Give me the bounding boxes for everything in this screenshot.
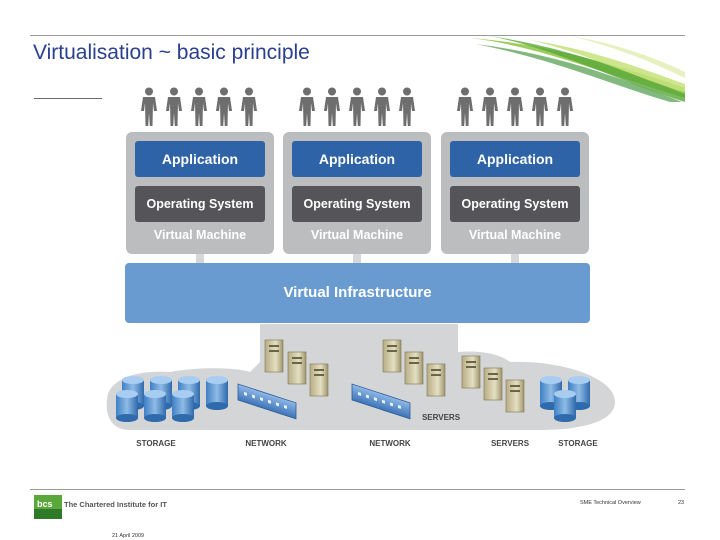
user-icon xyxy=(557,87,573,126)
operating-system-layer: Operating System xyxy=(450,186,580,222)
virtual-infrastructure-layer: Virtual Infrastructure xyxy=(125,263,590,323)
footer-date: 21 April 2009 xyxy=(112,533,145,539)
title-underline xyxy=(34,98,102,99)
user-icon xyxy=(141,87,157,126)
virtual-machine-label: Virtual Machine xyxy=(153,228,247,242)
user-icon xyxy=(482,87,498,126)
user-icon xyxy=(374,87,390,126)
network-switch-left xyxy=(237,383,297,420)
vm-connector xyxy=(353,254,361,264)
user-icon xyxy=(241,87,257,126)
virtual-machine-3: Application Operating System Virtual Mac… xyxy=(441,132,589,254)
server-cluster-right xyxy=(461,355,525,413)
network-switch-center xyxy=(351,383,411,420)
bcs-logo: bcs xyxy=(34,495,62,519)
vm-connector xyxy=(511,254,519,264)
server-cluster-left xyxy=(264,339,329,397)
virtual-machine-1: Application Operating System Virtual Mac… xyxy=(126,132,274,254)
vm-connector xyxy=(196,254,204,264)
virtual-machine-label: Virtual Machine xyxy=(468,228,562,242)
user-icon xyxy=(191,87,207,126)
user-icon xyxy=(532,87,548,126)
user-icon xyxy=(399,87,415,126)
label-storage-left: STORAGE xyxy=(136,439,176,448)
user-icon xyxy=(507,87,523,126)
green-swoosh-decoration xyxy=(470,36,685,102)
user-group-3 xyxy=(455,87,575,127)
user-icon xyxy=(216,87,232,126)
virtual-machine-label: Virtual Machine xyxy=(310,228,404,242)
slide-title: Virtualisation ~ basic principle xyxy=(33,41,310,64)
user-icon xyxy=(324,87,340,126)
user-group-1 xyxy=(139,87,259,127)
label-servers-right: SERVERS xyxy=(491,439,530,448)
svg-text:bcs: bcs xyxy=(37,499,53,509)
user-icon xyxy=(299,87,315,126)
user-group-2 xyxy=(297,87,417,127)
label-network-center: NETWORK xyxy=(369,439,411,448)
application-layer: Application xyxy=(450,141,580,177)
user-icon xyxy=(457,87,473,126)
user-icon xyxy=(349,87,365,126)
label-storage-right: STORAGE xyxy=(558,439,598,448)
operating-system-layer: Operating System xyxy=(292,186,422,222)
page-number: 23 xyxy=(678,500,685,506)
application-layer: Application xyxy=(135,141,265,177)
label-servers-center: SERVERS xyxy=(422,413,461,422)
footer-presentation-title: SME Technical Overview xyxy=(580,500,641,506)
physical-hardware-illustration: STORAGE NETWORK NETWORK SERVERS SERVERS … xyxy=(106,324,615,448)
server-cluster-center xyxy=(382,339,446,397)
application-layer: Application xyxy=(292,141,422,177)
organisation-name: The Chartered Institute for IT xyxy=(64,500,167,509)
virtual-machine-2: Application Operating System Virtual Mac… xyxy=(283,132,431,254)
operating-system-layer: Operating System xyxy=(135,186,265,222)
footer-rule xyxy=(30,489,685,490)
user-icon xyxy=(166,87,182,126)
label-network-left: NETWORK xyxy=(245,439,287,448)
storage-right-group xyxy=(540,376,590,422)
header-rule xyxy=(30,35,685,36)
storage-left-group xyxy=(116,376,228,422)
